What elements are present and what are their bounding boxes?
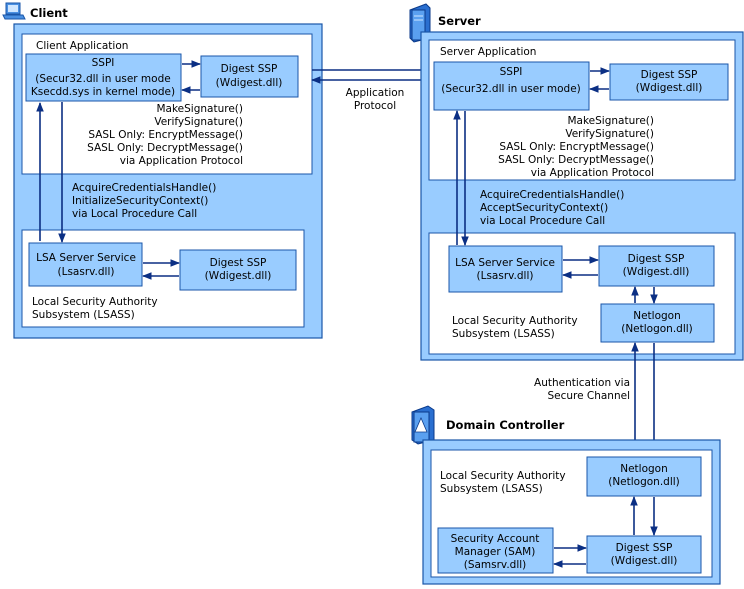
dc-sam-name-2: Manager (SAM) bbox=[455, 546, 536, 558]
server-sspi-name: SSPI bbox=[500, 66, 523, 78]
server-lsa-digest-name: Digest SSP bbox=[628, 253, 685, 265]
server-digest-name: Digest SSP bbox=[641, 69, 698, 81]
client-sspi-box bbox=[25, 53, 182, 102]
dc-netlogon-dll: (Netlogon.dll) bbox=[608, 476, 680, 488]
server-lsa-digest-ssp-box bbox=[598, 245, 715, 287]
client-digest-dll: (Wdigest.dll) bbox=[216, 77, 283, 89]
client-digest-name: Digest SSP bbox=[221, 63, 278, 75]
dc-netlogon-box bbox=[586, 456, 702, 497]
client-sspi-name: SSPI bbox=[92, 57, 115, 69]
dc-netlogon-name: Netlogon bbox=[620, 463, 668, 475]
server-digest-ssp-box bbox=[609, 63, 729, 101]
client-lsa-call-1: AcquireCredentialsHandle() bbox=[72, 182, 216, 194]
dc-digest-dll: (Wdigest.dll) bbox=[611, 555, 678, 567]
server-sspi-detail: (Secur32.dll in user mode) bbox=[441, 83, 581, 95]
protocol-label-2: Protocol bbox=[354, 100, 396, 112]
server-netlogon-name: Netlogon bbox=[633, 310, 681, 322]
server-call-2: VerifySignature() bbox=[565, 128, 654, 140]
dc-digest-name: Digest SSP bbox=[616, 542, 673, 554]
client-lsa-digest-ssp-box bbox=[179, 249, 297, 291]
server-lsa-call-3: via Local Procedure Call bbox=[480, 215, 605, 227]
client-lsa-service-name: LSA Server Service bbox=[36, 252, 136, 264]
dc-lsass-label-2: Subsystem (LSASS) bbox=[440, 483, 543, 495]
server-call-5: via Application Protocol bbox=[531, 167, 654, 179]
client-lsa-server-service-box bbox=[28, 242, 143, 287]
client-title: Client bbox=[30, 6, 68, 20]
application-protocol-link: Application Protocol bbox=[311, 66, 431, 112]
client-call-4: SASL Only: DecryptMessage() bbox=[87, 142, 243, 154]
client-lsa-call-3: via Local Procedure Call bbox=[72, 208, 197, 220]
server-application-label: Server Application bbox=[440, 46, 536, 58]
server-lsa-digest-dll: (Wdigest.dll) bbox=[623, 266, 690, 278]
client-lsass-label-2: Subsystem (LSASS) bbox=[32, 309, 135, 321]
server-lsa-server-service-box bbox=[448, 245, 563, 293]
client-lsa-service-dll: (Lsasrv.dll) bbox=[58, 266, 115, 278]
dc-lsass-label-1: Local Security Authority bbox=[440, 470, 566, 482]
dc-sam-name-1: Security Account bbox=[451, 533, 540, 545]
laptop-icon bbox=[2, 2, 26, 20]
client-lsass-label-1: Local Security Authority bbox=[32, 296, 158, 308]
server-lsass-label-2: Subsystem (LSASS) bbox=[452, 328, 555, 340]
domain-controller-icon bbox=[411, 405, 435, 445]
protocol-label-1: Application bbox=[346, 87, 405, 99]
server-netlogon-dll: (Netlogon.dll) bbox=[621, 323, 693, 335]
client-lsa-digest-dll: (Wdigest.dll) bbox=[205, 270, 272, 282]
client-call-1: MakeSignature() bbox=[156, 103, 243, 115]
server-digest-dll: (Wdigest.dll) bbox=[636, 82, 703, 94]
client-application-label: Client Application bbox=[36, 40, 128, 52]
server-title: Server bbox=[438, 14, 481, 28]
server-call-1: MakeSignature() bbox=[567, 115, 654, 127]
dc-digest-ssp-box bbox=[586, 535, 702, 574]
server-lsa-service-dll: (Lsasrv.dll) bbox=[477, 270, 534, 282]
server-sspi-box bbox=[433, 61, 590, 111]
client-digest-ssp-box bbox=[200, 55, 299, 98]
client-lsa-call-2: InitializeSecurityContext() bbox=[72, 195, 208, 207]
client-lsa-digest-name: Digest SSP bbox=[210, 257, 267, 269]
dc-sam-box bbox=[437, 527, 554, 574]
client-section: Client Client Application SSPI (Secur32.… bbox=[2, 2, 323, 339]
client-call-2: VerifySignature() bbox=[154, 116, 243, 128]
server-call-4: SASL Only: DecryptMessage() bbox=[498, 154, 654, 166]
client-call-5: via Application Protocol bbox=[120, 155, 243, 167]
auth-channel-label-1: Authentication via bbox=[534, 377, 630, 389]
server-lsa-call-1: AcquireCredentialsHandle() bbox=[480, 189, 624, 201]
server-lsass-label-1: Local Security Authority bbox=[452, 315, 578, 327]
auth-channel-label-2: Secure Channel bbox=[547, 390, 630, 402]
secure-channel-link: Authentication via Secure Channel bbox=[534, 342, 658, 457]
dc-sam-dll: (Samsrv.dll) bbox=[464, 559, 527, 571]
server-netlogon-box bbox=[600, 303, 715, 343]
client-sspi-detail-1: (Secur32.dll in user mode bbox=[35, 73, 170, 85]
dc-title: Domain Controller bbox=[446, 418, 565, 432]
domain-controller-section: Domain Controller Local Security Authori… bbox=[411, 405, 721, 585]
server-lsa-call-2: AcceptSecurityContext() bbox=[480, 202, 608, 214]
client-call-3: SASL Only: EncryptMessage() bbox=[88, 129, 243, 141]
server-section: Server Server Application SSPI (Secur32.… bbox=[409, 3, 744, 361]
client-sspi-detail-2: Ksecdd.sys in kernel mode) bbox=[31, 86, 175, 98]
server-lsa-service-name: LSA Server Service bbox=[455, 257, 555, 269]
server-call-3: SASL Only: EncryptMessage() bbox=[499, 141, 654, 153]
